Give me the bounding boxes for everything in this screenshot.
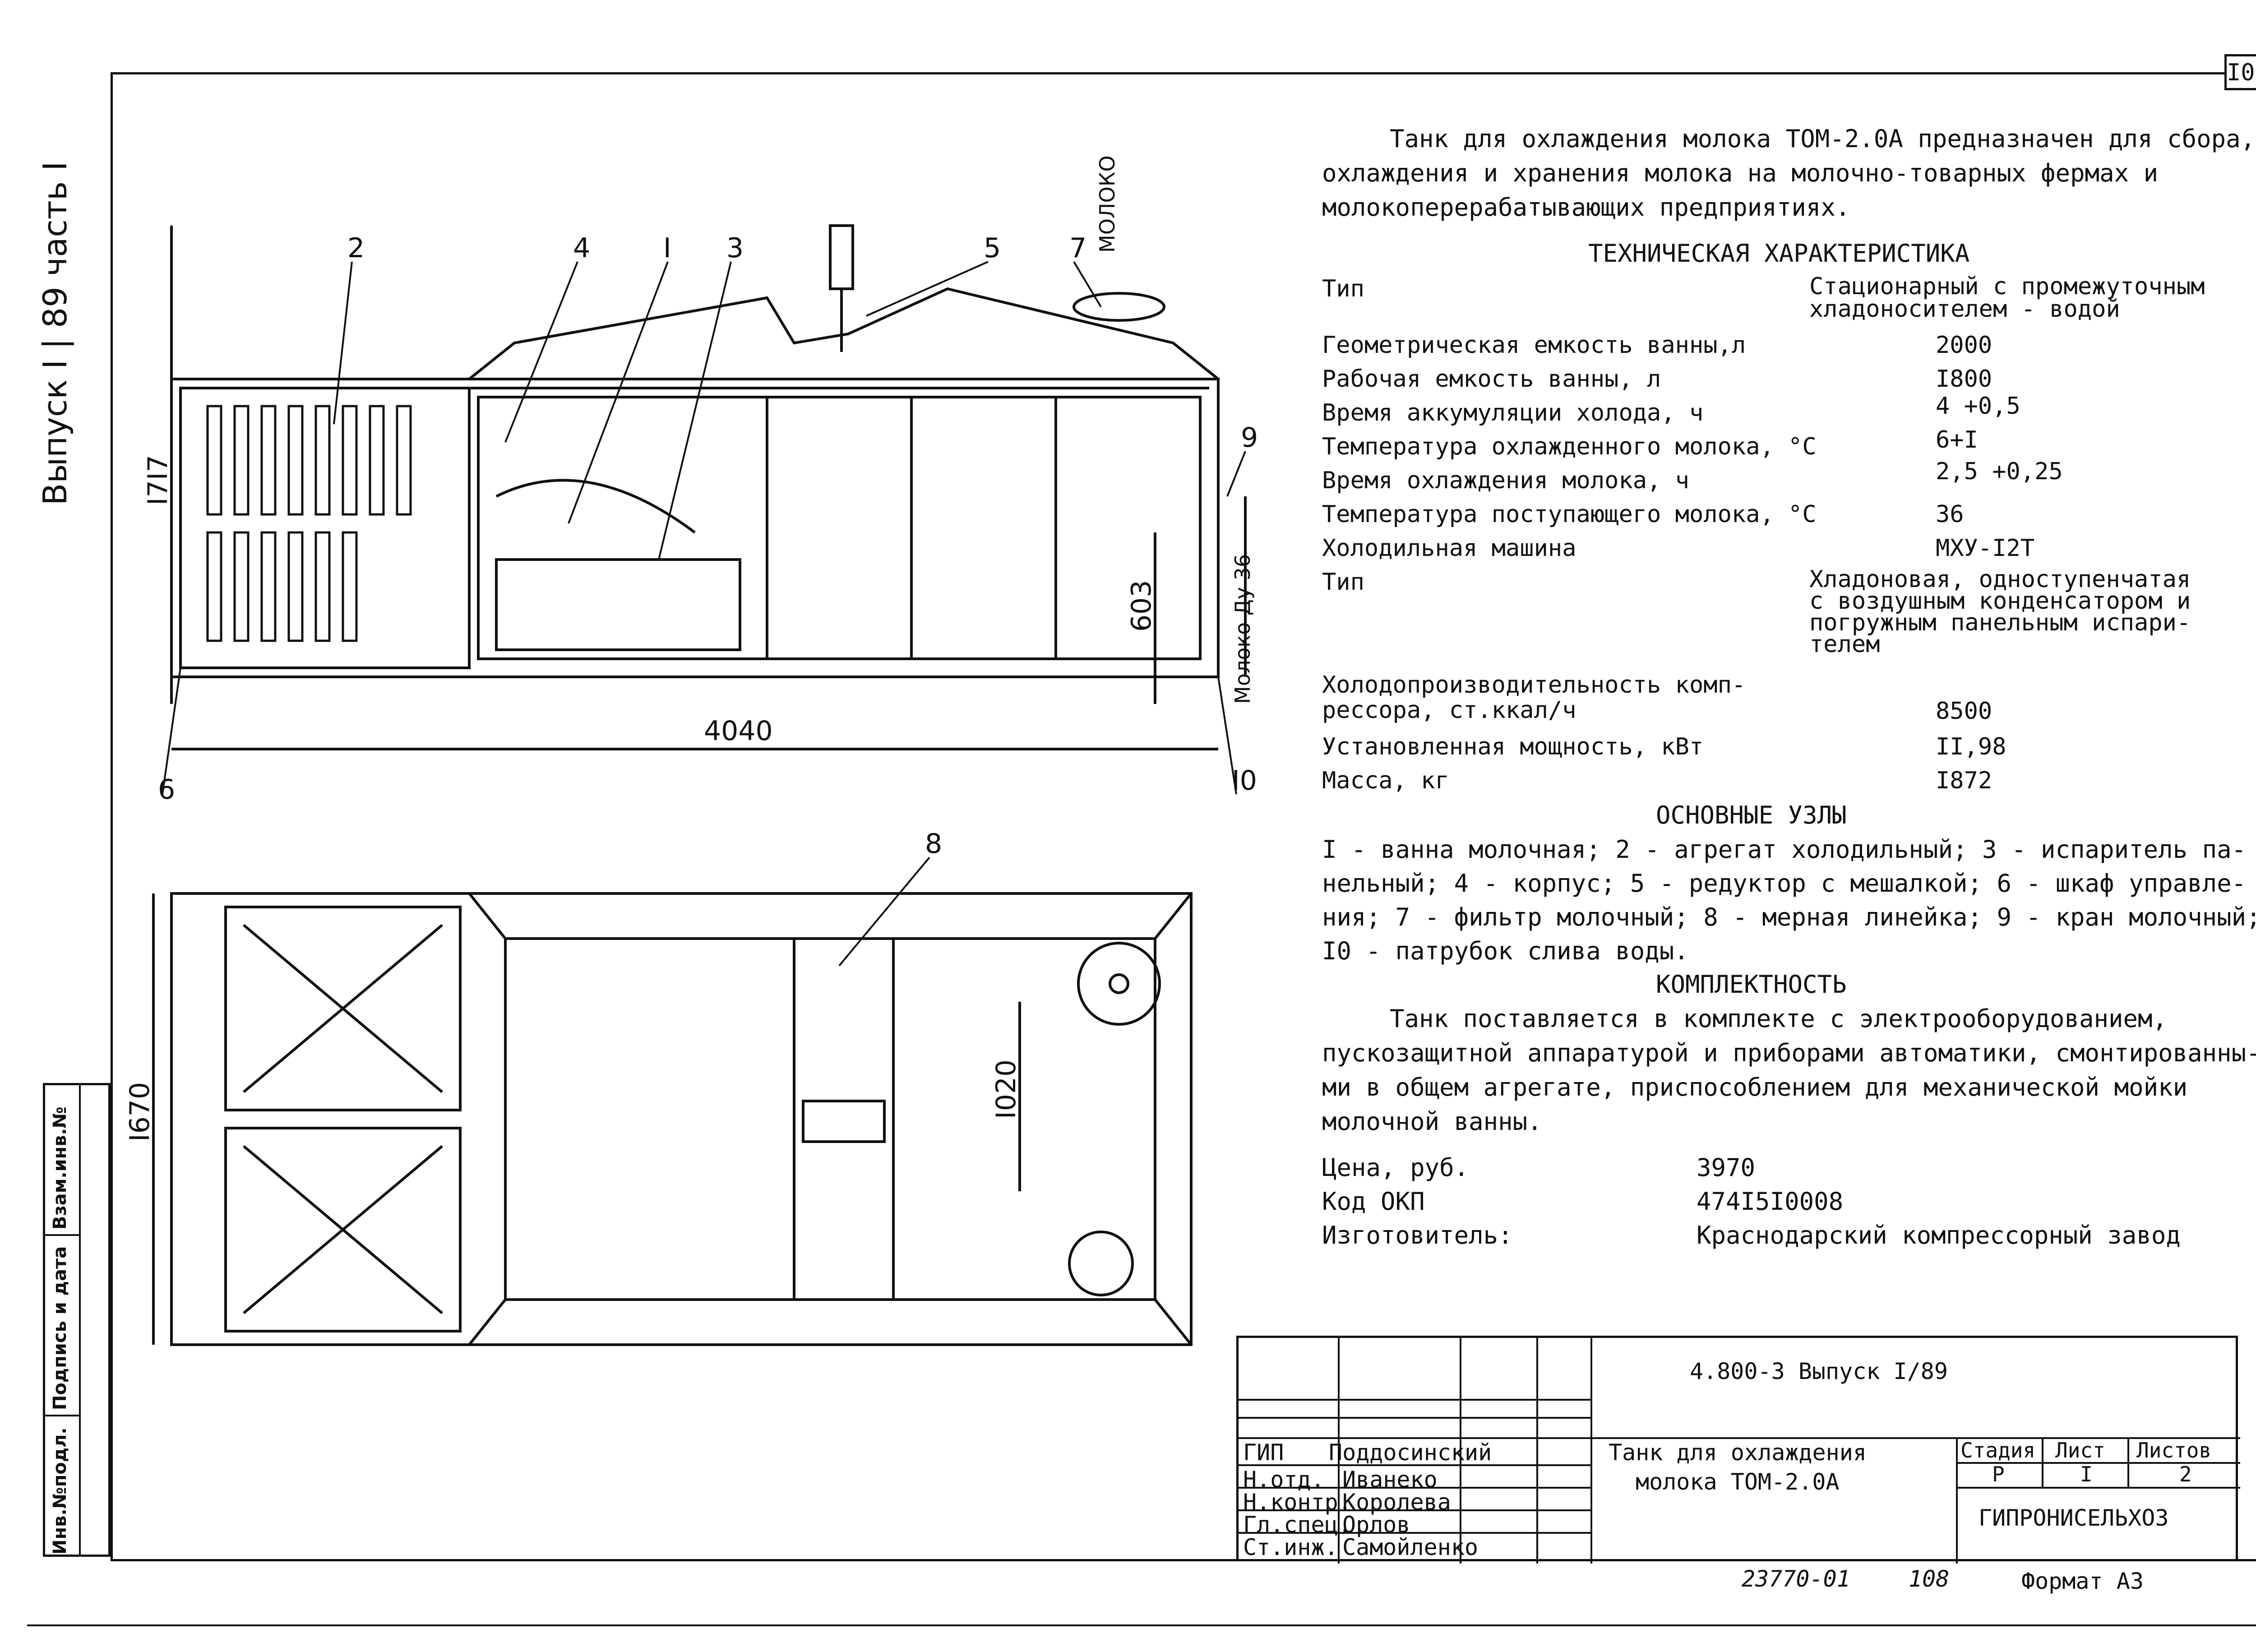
spec-value-8: Хладоновая, одноступенчатая с воздушным … [1809,566,2191,658]
name-nkontr: Королева [1342,1489,1451,1515]
doc-title-2: молока ТОМ-2.0А [1636,1469,1840,1495]
sheet-value: I [2080,1462,2093,1486]
spec-value-11: I872 [1936,767,1992,794]
role-notd: Н.отд. [1243,1467,1325,1493]
tech-heading: ТЕХНИЧЕСКАЯ ХАРАКТЕРИСТИКА [1588,239,1970,268]
complete-line-3: ми в общем агрегате, приспособлением для… [1322,1073,2188,1101]
tank-drawing: 2 4 I 3 5 7 9 6 I0 8 4040 I7I7 603 I670 … [124,155,1258,1346]
callout-2: 2 [347,232,365,264]
maker-value: Краснодарский компрессорный завод [1697,1221,2181,1249]
inlet-label: МОЛОКО [1095,155,1119,253]
left-stamp: Инв.№подл. Подпись и дата Взам.инв.№ [43,1083,111,1557]
spec-value-0: Стационарный с промежуточным хладоносите… [1809,273,2205,323]
units-heading: ОСНОВНЫЕ УЗЛЫ [1656,801,1847,829]
units-line-1: I - ванна молочная; 2 - агрегат холодиль… [1322,835,2247,864]
paper-format: Формат А3 [2021,1568,2144,1594]
units-line-2: нельный; 4 - корпус; 5 - редуктор с меша… [1322,869,2247,898]
units-line-3: ния; 7 - фильтр молочный; 8 - мерная лин… [1322,903,2256,931]
role-nkontr: Н.контр. [1243,1489,1352,1515]
drawing-frame [111,72,2256,1561]
callout-5: 5 [984,232,1001,264]
spec-value-3: 4 +0,5 [1936,393,2020,420]
complete-line-4: молочной ванны. [1322,1107,1542,1136]
callout-8: 8 [925,828,942,860]
dim-width: I670 [124,1082,156,1142]
callout-7: 7 [1069,232,1086,264]
doc-code: 4.800-3 Выпуск I/89 [1690,1358,1948,1384]
outlet-label: Молоко Ду 36 [1230,554,1255,704]
intro-line-3: молокоперерабатывающих предприятиях. [1322,193,1850,222]
spec-value-7: МХУ-I2Т [1936,535,2035,562]
archive-number: 23770-01 [1742,1566,1850,1592]
name-glspec: Орлов [1342,1512,1410,1538]
spec-label-11: Масса, кг [1322,767,1449,794]
page-number: 108 [1909,1566,1950,1592]
okp-label: Код ОКП [1322,1187,1425,1216]
callout-3: 3 [726,232,744,264]
spec-value-4: 6+I [1936,426,1978,453]
spec-label-7: Холодильная машина [1322,535,1576,562]
spec-value-1: 2000 [1936,332,1992,359]
name-stinzh: Самойленко [1342,1534,1479,1560]
title-block: 4.800-3 Выпуск I/89 ГИП Н.отд. Н.контр. … [1236,1336,2240,1564]
callout-4: 4 [573,232,590,264]
dim-inner: I020 [990,1060,1022,1119]
spec-label-1: Геометрическая емкость ванны,л [1322,332,1746,359]
spec-value-5: 2,5 +0,25 [1936,458,2063,485]
sheets-header: Листов [2136,1438,2212,1462]
complete-line-2: пускозащитной аппаратурой и приборами ав… [1322,1039,2256,1067]
units-line-4: I0 - патрубок слива воды. [1322,937,1689,965]
spec-label-8: Тип [1322,569,1364,596]
spec-label-9: Холодопроизводительность комп- рессора, … [1322,671,1746,724]
stage-header: Стадия [1960,1438,2036,1462]
complete-line-1: Танк поставляется в комплекте с электроо… [1390,1004,2168,1033]
spec-label-5: Время охлаждения молока, ч [1322,467,1689,494]
spec-value-9: 8500 [1936,698,1992,725]
sheet-header: Лист [2055,1438,2105,1462]
spec-value-6: 36 [1936,501,1964,528]
spec-label-6: Температура поступающего молока, °С [1322,501,1817,528]
role-stinzh: Ст.инж. [1243,1534,1338,1560]
complete-heading: КОМПЛЕКТНОСТЬ [1656,970,1847,999]
spec-label-0: Тип [1322,275,1364,302]
spec-label-3: Время аккумуляции холода, ч [1322,399,1704,426]
side-issue-title: Выпуск I | 89 часть I [36,161,74,505]
sheet-number: I07 [2224,54,2256,90]
callout-6: 6 [158,774,175,805]
intro-line-1: Танк для охлаждения молока ТОМ-2.0А пред… [1390,125,2256,153]
stamp-label-signature: Подпись и дата [50,1246,70,1410]
bottom-rule [27,1624,2256,1626]
intro-line-2: охлаждения и хранения молока на молочно-… [1322,159,2159,187]
role-gip: ГИП [1243,1439,1284,1466]
dim-height: I7I7 [142,455,174,505]
spec-value-2: I800 [1936,366,1992,393]
callout-9: 9 [1241,422,1258,453]
maker-label: Изготовитель: [1322,1221,1513,1249]
spec-label-4: Температура охлажденного молока, °С [1322,433,1817,460]
stage-value: Р [1992,1462,2005,1486]
price-label: Цена, руб. [1322,1153,1469,1182]
callout-10: I0 [1232,765,1257,796]
spec-value-10: II,98 [1936,733,2006,760]
sheets-value: 2 [2179,1462,2192,1486]
stamp-label-replace: Взам.инв.№ [50,1106,70,1230]
doc-title-1: Танк для охлаждения [1609,1439,1867,1466]
name-notd: Иванеко [1342,1467,1438,1493]
okp-value: 474I5I0008 [1697,1187,1844,1216]
callout-1: I [663,232,671,264]
name-gip: Поддосинский [1329,1439,1492,1466]
organization: ГИПРОНИСЕЛЬХОЗ [1979,1505,2169,1531]
spec-label-2: Рабочая емкость ванны, л [1322,366,1661,393]
dim-length: 4040 [704,715,773,747]
role-glspec: Гл.спец. [1243,1512,1352,1538]
spec-label-10: Установленная мощность, кВт [1322,733,1704,760]
dim-side: 603 [1126,580,1157,632]
price-value: 3970 [1697,1153,1756,1182]
stamp-label-original: Инв.№подл. [50,1427,70,1555]
